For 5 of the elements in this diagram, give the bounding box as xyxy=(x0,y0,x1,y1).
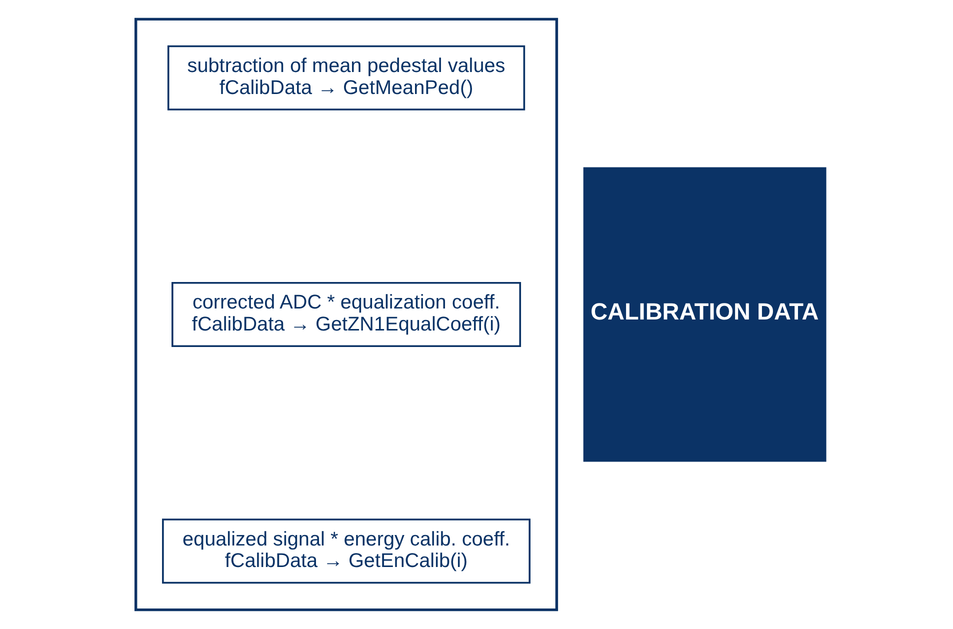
node-box: CALIBRATION DATA xyxy=(582,167,826,462)
node-box: corrected ADC * equalization coeff. fCalibData → GetZN1EqualCoeff(i) xyxy=(171,282,521,348)
node-box: subtraction of mean pedestal values fCalibData → GetMeanPed() xyxy=(166,45,525,110)
cluster xyxy=(134,18,558,612)
node-box: equalized signal * energy calib. coeff. fCalibData → GetEnCalib(i) xyxy=(162,518,530,584)
